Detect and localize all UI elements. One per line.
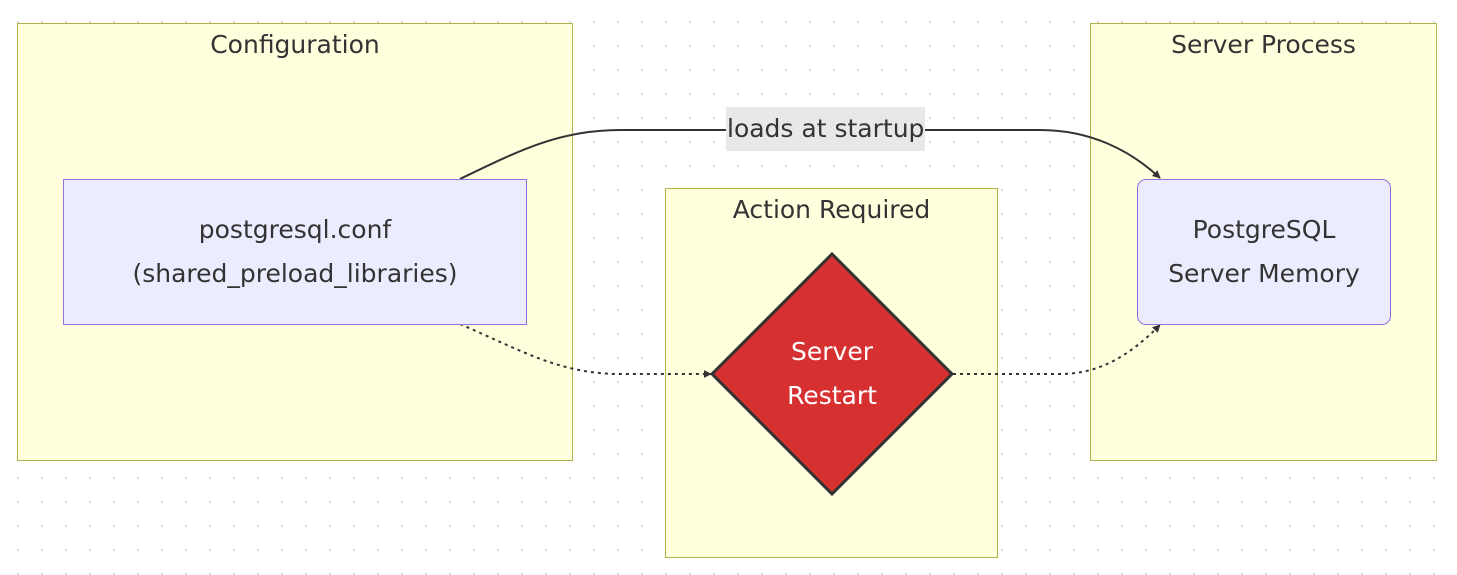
node-postgresql-conf-line2: (shared_preload_libraries)	[132, 259, 458, 288]
edge-restart-to-memory	[953, 324, 1161, 375]
cluster-action-required-title: Action Required	[732, 195, 931, 224]
cluster-server-process-title: Server Process	[1171, 30, 1356, 59]
edge-label-loads-at-startup: loads at startup	[726, 107, 926, 151]
node-postgresql-conf: postgresql.conf (shared_preload_librarie…	[63, 179, 527, 325]
node-server-memory-line2: Server Memory	[1168, 259, 1360, 288]
node-server-restart-line1: Server	[791, 337, 873, 366]
restart-diamond	[709, 251, 955, 497]
edge-config-to-memory	[459, 129, 1161, 180]
node-server-restart-line2: Restart	[787, 381, 877, 410]
edge-config-to-restart	[459, 323, 712, 378]
node-server-memory-line1: PostgreSQL	[1192, 215, 1336, 244]
node-server-restart: Server Restart	[732, 327, 932, 421]
node-server-memory: PostgreSQL Server Memory	[1137, 179, 1391, 325]
cluster-configuration-title: Configuration	[210, 30, 380, 59]
node-postgresql-conf-line1: postgresql.conf	[198, 215, 392, 244]
